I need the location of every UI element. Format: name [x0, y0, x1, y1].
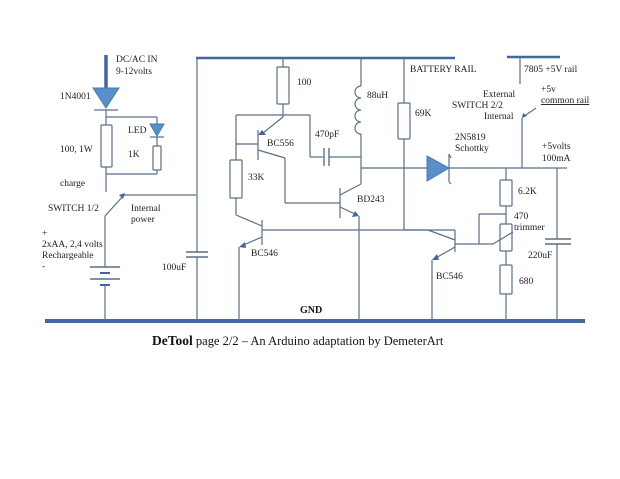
switch2-label: SWITCH 2/2	[452, 101, 503, 111]
schottky-label: 2N5819	[455, 133, 486, 143]
switch2-arrow-icon[interactable]	[522, 113, 527, 118]
diode-1n4001-icon	[92, 87, 120, 109]
switch1-lever[interactable]	[104, 194, 125, 217]
schottky-label-2: Schottky	[455, 144, 489, 154]
inductor-88uh-icon	[354, 85, 362, 135]
led-label: LED	[128, 126, 147, 136]
switch2-external-label: External	[483, 90, 516, 100]
resistor-100-label: 100	[297, 78, 312, 88]
caption: DeTool page 2/2 – An Arduino adaptation …	[152, 333, 443, 349]
resistor-33k	[229, 159, 243, 199]
battery-rail-label: BATTERY RAIL	[410, 65, 477, 75]
bc556-emitter-arrow-icon	[258, 130, 266, 135]
resistor-100-1w	[100, 124, 113, 168]
trimmer-wiper	[492, 231, 514, 245]
battery-label: 2xAA, 2,4 volts	[42, 240, 103, 250]
output-label: +5volts	[542, 142, 571, 152]
resistor-69k	[397, 102, 411, 140]
switch1-label: SWITCH 1/2	[48, 204, 99, 214]
battery-minus: -	[42, 262, 45, 272]
resistor-680-label: 680	[519, 277, 534, 287]
battery-label-2: Rechargeable	[42, 251, 94, 261]
gnd-label: GND	[300, 305, 322, 316]
common-rail-label: +5v	[541, 85, 556, 95]
bd243-emitter-arrow-icon	[352, 211, 359, 217]
wire	[427, 229, 456, 241]
resistor-6k2	[499, 179, 513, 207]
diode-1n4001-label: 1N4001	[60, 92, 91, 102]
bc546-right-emitter-arrow-icon	[432, 254, 439, 260]
bc546-left-emitter-arrow-icon	[239, 242, 246, 248]
wire	[235, 214, 263, 227]
resistor-1k	[152, 145, 162, 171]
bc556-label: BC556	[267, 139, 294, 149]
inductor-label: 88uH	[367, 91, 388, 101]
common-rail-label-2: common rail	[541, 96, 590, 106]
charge-label: charge	[60, 179, 85, 189]
output-current-label: 100mA	[542, 154, 571, 164]
resistor-1k-label: 1K	[128, 150, 140, 160]
caption-text: page 2/2 – An Arduino adaptation by Deme…	[192, 334, 444, 348]
cap-100uf-label: 100uF	[162, 263, 186, 273]
resistor-6k2-label: 6.2K	[518, 187, 537, 197]
switch1-arrow-icon	[119, 193, 125, 199]
resistor-69k-label: 69K	[415, 109, 432, 119]
resistor-33k-label: 33K	[248, 173, 265, 183]
trimmer-470[interactable]	[499, 223, 513, 252]
wire	[262, 116, 284, 134]
diode-schottky-icon	[426, 155, 451, 182]
resistor-100	[276, 66, 290, 105]
cap-220uf-label: 220uF	[528, 251, 552, 261]
wire	[339, 183, 362, 196]
led-icon	[149, 123, 165, 137]
wire	[257, 149, 286, 159]
switch2-internal-label: Internal	[484, 112, 514, 122]
caption-title: DeTool	[152, 333, 193, 348]
trimmer-label-2: trimmer	[514, 223, 545, 233]
bd243-label: BD243	[357, 195, 385, 205]
dc-in-voltage: 9-12volts	[116, 67, 152, 77]
cap-470pf-label: 470pF	[315, 130, 339, 140]
bc546-left-label: BC546	[251, 249, 278, 259]
internal-power-label-2: power	[131, 215, 156, 225]
bc546-right-label: BC546	[436, 272, 463, 282]
dc-in-label: DC/AC IN	[116, 55, 158, 65]
schottky-bar	[448, 153, 452, 185]
internal-power-label: Internal	[131, 204, 161, 214]
resistor-100-1w-label: 100, 1W	[60, 145, 93, 155]
trimmer-label: 470	[514, 212, 529, 222]
resistor-680	[499, 264, 513, 295]
battery-plus: +	[42, 229, 47, 239]
rail-7805-label: 7805 +5V rail	[524, 65, 578, 75]
